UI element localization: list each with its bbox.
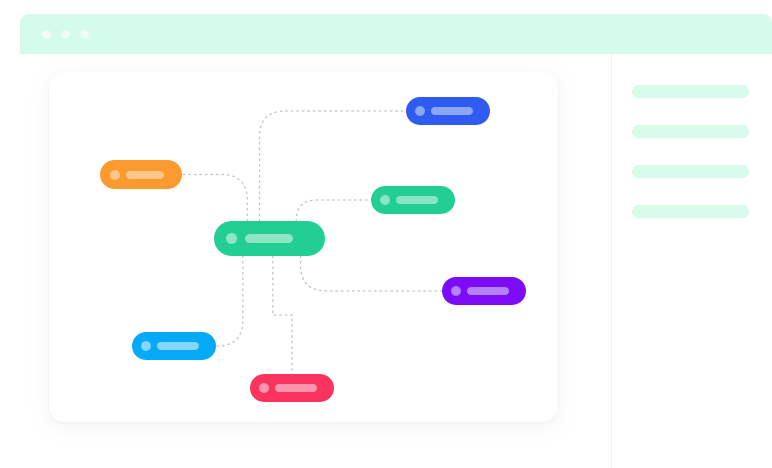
window-maximize-dot[interactable] xyxy=(80,30,89,39)
node-status-dot xyxy=(141,341,151,351)
mindmap-node-green[interactable] xyxy=(371,186,455,214)
sidebar-placeholder-2[interactable] xyxy=(632,125,749,138)
window-minimize-dot[interactable] xyxy=(61,30,70,39)
sidebar-placeholder-1[interactable] xyxy=(632,85,749,98)
node-label-placeholder xyxy=(431,107,473,115)
node-status-dot xyxy=(226,233,237,244)
mindmap-node-pink[interactable] xyxy=(250,374,334,402)
mindmap-node-orange[interactable] xyxy=(100,160,182,189)
node-label-placeholder xyxy=(396,196,438,204)
mindmap-node-sky[interactable] xyxy=(132,332,216,360)
node-status-dot xyxy=(451,286,461,296)
sidebar-placeholder-4[interactable] xyxy=(632,205,749,218)
mindmap-node-blue[interactable] xyxy=(406,97,490,125)
node-status-dot xyxy=(110,169,120,180)
node-label-placeholder xyxy=(467,287,509,295)
sidebar-placeholder-3[interactable] xyxy=(632,165,749,178)
mindmap-node-root[interactable] xyxy=(214,221,325,256)
mindmap-node-purple[interactable] xyxy=(442,277,526,305)
vertical-divider xyxy=(611,54,612,468)
node-label-placeholder xyxy=(245,234,293,243)
window-close-dot[interactable] xyxy=(42,30,51,39)
node-label-placeholder xyxy=(126,170,164,179)
node-label-placeholder xyxy=(275,384,317,392)
node-status-dot xyxy=(259,383,269,393)
node-status-dot xyxy=(415,106,425,116)
node-status-dot xyxy=(380,195,390,205)
title-bar xyxy=(20,14,772,54)
node-label-placeholder xyxy=(157,342,199,350)
